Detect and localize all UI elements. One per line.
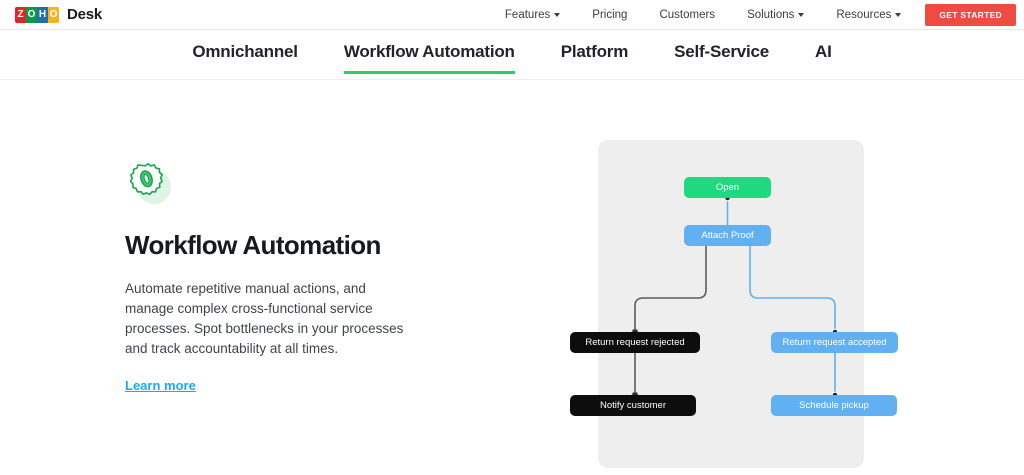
logo-tile-h: H xyxy=(37,6,48,23)
get-started-button[interactable]: GET STARTED xyxy=(925,3,1016,26)
edge-attach-proof-to-accepted xyxy=(749,246,836,332)
edge-attach-proof-to-rejected xyxy=(634,246,707,332)
page-title: Workflow Automation xyxy=(125,230,381,260)
nav-item-pricing[interactable]: Pricing xyxy=(576,0,643,30)
nav-item-resources[interactable]: Resources xyxy=(820,0,917,30)
nav-item-customers[interactable]: Customers xyxy=(643,0,731,30)
gear-icon-glyph xyxy=(129,162,163,196)
logo-tile-o2: O xyxy=(48,6,59,23)
nav-item-features[interactable]: Features xyxy=(489,0,576,30)
node-notify-customer[interactable]: Notify customer xyxy=(570,395,696,416)
nav-label-resources: Resources xyxy=(836,8,892,21)
site-header: Z O H O Desk Features Pricing Customers … xyxy=(0,0,1024,30)
zoho-logo-icon: Z O H O xyxy=(15,6,59,23)
node-return-request-rejected[interactable]: Return request rejected xyxy=(570,332,700,353)
tab-self-service[interactable]: Self-Service xyxy=(674,42,770,61)
tab-platform[interactable]: Platform xyxy=(560,42,629,61)
tab-workflow-automation[interactable]: Workflow Automation xyxy=(343,31,515,74)
gear-icon xyxy=(125,160,173,208)
chevron-down-icon xyxy=(895,13,902,17)
tab-ai[interactable]: AI xyxy=(815,42,832,61)
nav-label-pricing: Pricing xyxy=(592,8,628,21)
feature-description: Automate repetitive manual actions, and … xyxy=(125,281,404,356)
learn-more-link[interactable]: Learn more xyxy=(125,378,196,393)
nav-label-solutions: Solutions xyxy=(747,8,795,21)
nav-item-solutions[interactable]: Solutions xyxy=(731,0,820,30)
nav-label-features: Features xyxy=(504,8,551,21)
nav-label-customers: Customers xyxy=(659,8,716,21)
logo-tile-z: Z xyxy=(15,6,26,23)
section-tabs: Omnichannel Workflow Automation Platform… xyxy=(0,31,1024,80)
node-return-request-accepted[interactable]: Return request accepted xyxy=(771,332,898,353)
chevron-down-icon xyxy=(554,13,561,17)
brand-logo[interactable]: Z O H O Desk xyxy=(15,6,102,23)
node-attach-proof[interactable]: Attach Proof xyxy=(684,225,771,246)
product-name: Desk xyxy=(67,6,103,23)
node-schedule-pickup[interactable]: Schedule pickup xyxy=(771,395,897,416)
tab-omnichannel[interactable]: Omnichannel xyxy=(192,42,298,61)
feature-content: Workflow Automation Automate repetitive … xyxy=(125,160,445,395)
logo-tile-o1: O xyxy=(26,6,37,23)
primary-nav: Features Pricing Customers Solutions Res… xyxy=(489,0,1024,30)
chevron-down-icon xyxy=(798,13,805,17)
node-open[interactable]: Open xyxy=(684,177,771,198)
